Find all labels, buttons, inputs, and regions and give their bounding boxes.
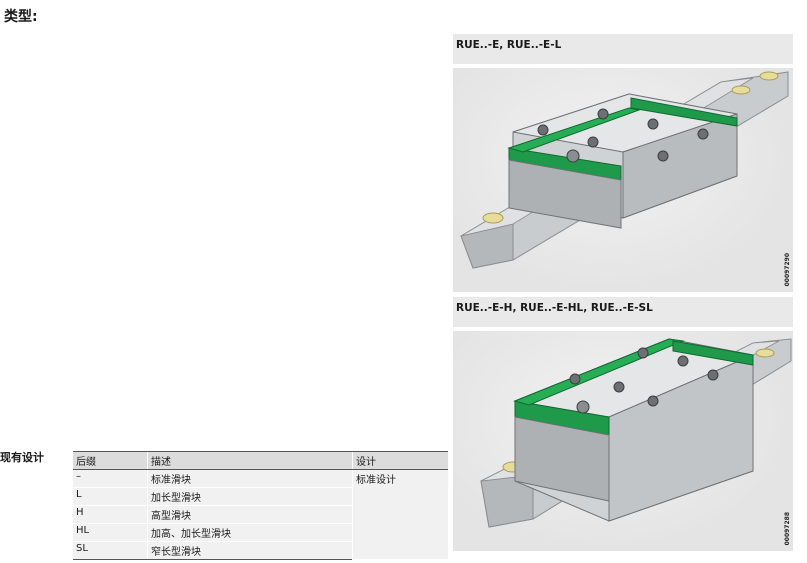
cell-description: 标准滑块 bbox=[147, 469, 353, 488]
cell-suffix: – bbox=[73, 469, 148, 488]
table-row: HL 加高、加长型滑块 bbox=[73, 523, 448, 542]
cell-description: 高型滑块 bbox=[147, 505, 353, 524]
cell-suffix: HL bbox=[73, 523, 148, 542]
page-heading: 类型: bbox=[4, 9, 38, 25]
figure-2: 00097288 bbox=[453, 331, 793, 551]
table-row: SL 窄长型滑块 bbox=[73, 541, 448, 560]
cell-suffix: L bbox=[73, 487, 148, 506]
cell-design: 标准设计 bbox=[352, 469, 448, 560]
cell-description: 窄长型滑块 bbox=[147, 541, 353, 560]
designs-table: 后缀 描述 设计 – 标准滑块 标准设计 L 加长型滑块 H 高型滑块 HL 加… bbox=[73, 451, 448, 560]
cell-description: 加高、加长型滑块 bbox=[147, 523, 353, 542]
linear-guide-illustration-1 bbox=[460, 71, 789, 269]
cell-description: 加长型滑块 bbox=[147, 487, 353, 506]
table-header-row: 后缀 描述 设计 bbox=[73, 451, 448, 470]
cell-suffix: SL bbox=[73, 541, 148, 560]
table-row: – 标准滑块 标准设计 bbox=[73, 469, 448, 560]
figure-2-code: 00097288 bbox=[784, 511, 791, 545]
figure-1-caption: RUE..-E, RUE..-E-L bbox=[453, 34, 793, 64]
cell-suffix: H bbox=[73, 505, 148, 524]
header-suffix: 后缀 bbox=[73, 451, 148, 470]
table-row: L 加长型滑块 bbox=[73, 487, 448, 506]
header-description: 描述 bbox=[147, 451, 353, 470]
figure-2-caption: RUE..-E-H, RUE..-E-HL, RUE..-E-SL bbox=[453, 297, 793, 327]
header-design: 设计 bbox=[352, 451, 448, 470]
table-row: H 高型滑块 bbox=[73, 505, 448, 524]
figure-1-code: 00097290 bbox=[784, 252, 791, 286]
linear-guide-illustration-2 bbox=[480, 338, 792, 528]
figure-1: 00097290 bbox=[453, 68, 793, 292]
side-label: 现有设计 bbox=[0, 451, 44, 464]
